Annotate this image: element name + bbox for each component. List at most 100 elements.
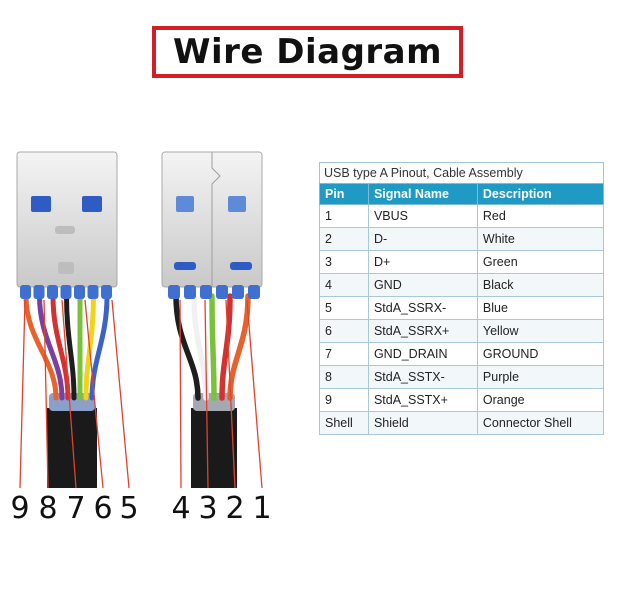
description-cell: White bbox=[476, 227, 605, 251]
description-cell: Red bbox=[476, 204, 605, 228]
left-wire bbox=[50, 293, 71, 401]
signal-cell: StdA_SSTX- bbox=[367, 365, 478, 389]
right-cable-jacket bbox=[191, 408, 237, 488]
signal-cell: D- bbox=[367, 227, 478, 251]
left-pin-contact bbox=[60, 285, 72, 299]
right-connector-slot bbox=[174, 262, 196, 270]
right-connector-seam bbox=[211, 152, 221, 287]
description-cell: Yellow bbox=[476, 319, 605, 343]
pin-cell: 6 bbox=[319, 319, 369, 343]
pin-number-label: 6 bbox=[93, 491, 113, 526]
pin-pointer-line bbox=[111, 299, 130, 489]
description-cell: Blue bbox=[476, 296, 605, 320]
table-header-row: Pin Signal Name Description bbox=[319, 183, 605, 205]
pin-pointer-line bbox=[204, 299, 209, 489]
pin-number-label: 9 bbox=[10, 491, 30, 526]
pin-number-label: 5 bbox=[119, 491, 139, 526]
signal-cell: D+ bbox=[367, 250, 478, 274]
right-wire bbox=[227, 293, 251, 401]
signal-cell: VBUS bbox=[367, 204, 478, 228]
left-pin-contact bbox=[74, 285, 85, 299]
right-wire bbox=[173, 293, 201, 401]
table-caption: USB type A Pinout, Cable Assembly bbox=[319, 162, 604, 183]
right-pin-contact bbox=[184, 285, 196, 299]
pin-pointer-line bbox=[84, 299, 104, 489]
header-signal-name: Signal Name bbox=[367, 183, 478, 205]
description-cell: Purple bbox=[476, 365, 605, 389]
pin-pointer-line bbox=[43, 299, 49, 489]
right-wire bbox=[219, 293, 233, 401]
pin-cell: 9 bbox=[319, 388, 369, 412]
left-connector-slot bbox=[55, 226, 75, 234]
left-wire bbox=[64, 293, 77, 401]
left-connector-window bbox=[82, 196, 102, 212]
right-pin-contact bbox=[248, 285, 260, 299]
title-box: Wire Diagram bbox=[152, 26, 463, 78]
diagram-title: Wire Diagram bbox=[172, 32, 443, 72]
left-connector-slot bbox=[58, 262, 74, 274]
right-connector-slot bbox=[230, 262, 252, 270]
right-connector-window bbox=[176, 196, 194, 212]
left-pin-contact bbox=[87, 285, 99, 299]
pin-cell: 5 bbox=[319, 296, 369, 320]
header-description: Description bbox=[476, 183, 605, 205]
pin-cell: 1 bbox=[319, 204, 369, 228]
pin-pointer-line bbox=[179, 299, 182, 489]
description-cell: Black bbox=[476, 273, 605, 297]
description-cell: Connector Shell bbox=[476, 411, 605, 435]
left-pin-contact bbox=[33, 285, 45, 299]
right-pin-contact bbox=[232, 285, 244, 299]
pin-cell: 2 bbox=[319, 227, 369, 251]
header-pin: Pin bbox=[319, 183, 369, 205]
left-wire bbox=[89, 293, 110, 401]
pin-number-label: 8 bbox=[38, 491, 58, 526]
description-cell: Green bbox=[476, 250, 605, 274]
pin-pointer-line bbox=[61, 299, 77, 489]
pin-cell: 8 bbox=[319, 365, 369, 389]
right-wire bbox=[209, 293, 217, 401]
pin-number-label: 3 bbox=[198, 491, 218, 526]
pin-pointer-line bbox=[19, 299, 26, 489]
left-pin-contact bbox=[47, 285, 58, 299]
description-cell: Orange bbox=[476, 388, 605, 412]
pin-cell: Shell bbox=[319, 411, 369, 435]
left-cable-jacket bbox=[47, 408, 97, 488]
pin-cell: 4 bbox=[319, 273, 369, 297]
signal-cell: GND_DRAIN bbox=[367, 342, 478, 366]
right-wire bbox=[191, 293, 209, 401]
signal-cell: StdA_SSTX+ bbox=[367, 388, 478, 412]
signal-cell: StdA_SSRX- bbox=[367, 296, 478, 320]
pin-pointer-line bbox=[225, 299, 236, 489]
pin-cell: 3 bbox=[319, 250, 369, 274]
pin-number-label: 2 bbox=[225, 491, 245, 526]
pin-cell: 7 bbox=[319, 342, 369, 366]
signal-cell: Shield bbox=[367, 411, 478, 435]
usb-connector-illustration bbox=[16, 151, 263, 489]
left-connector-window bbox=[31, 196, 51, 212]
pin-number-label: 4 bbox=[171, 491, 191, 526]
left-pin-contact bbox=[20, 285, 31, 299]
right-pin-contact bbox=[200, 285, 212, 299]
pinout-table: USB type A Pinout, Cable Assembly Pin Si… bbox=[319, 162, 605, 435]
right-pin-contact bbox=[216, 285, 228, 299]
pin-pointer-line bbox=[246, 299, 263, 489]
description-cell: GROUND bbox=[476, 342, 605, 366]
pin-number-label: 1 bbox=[252, 491, 272, 526]
signal-cell: GND bbox=[367, 273, 478, 297]
pin-number-label: 7 bbox=[66, 491, 86, 526]
signal-cell: StdA_SSRX+ bbox=[367, 319, 478, 343]
left-pin-contact bbox=[101, 285, 112, 299]
left-wire bbox=[23, 293, 59, 401]
right-connector-window bbox=[228, 196, 246, 212]
right-pin-contact bbox=[168, 285, 180, 299]
